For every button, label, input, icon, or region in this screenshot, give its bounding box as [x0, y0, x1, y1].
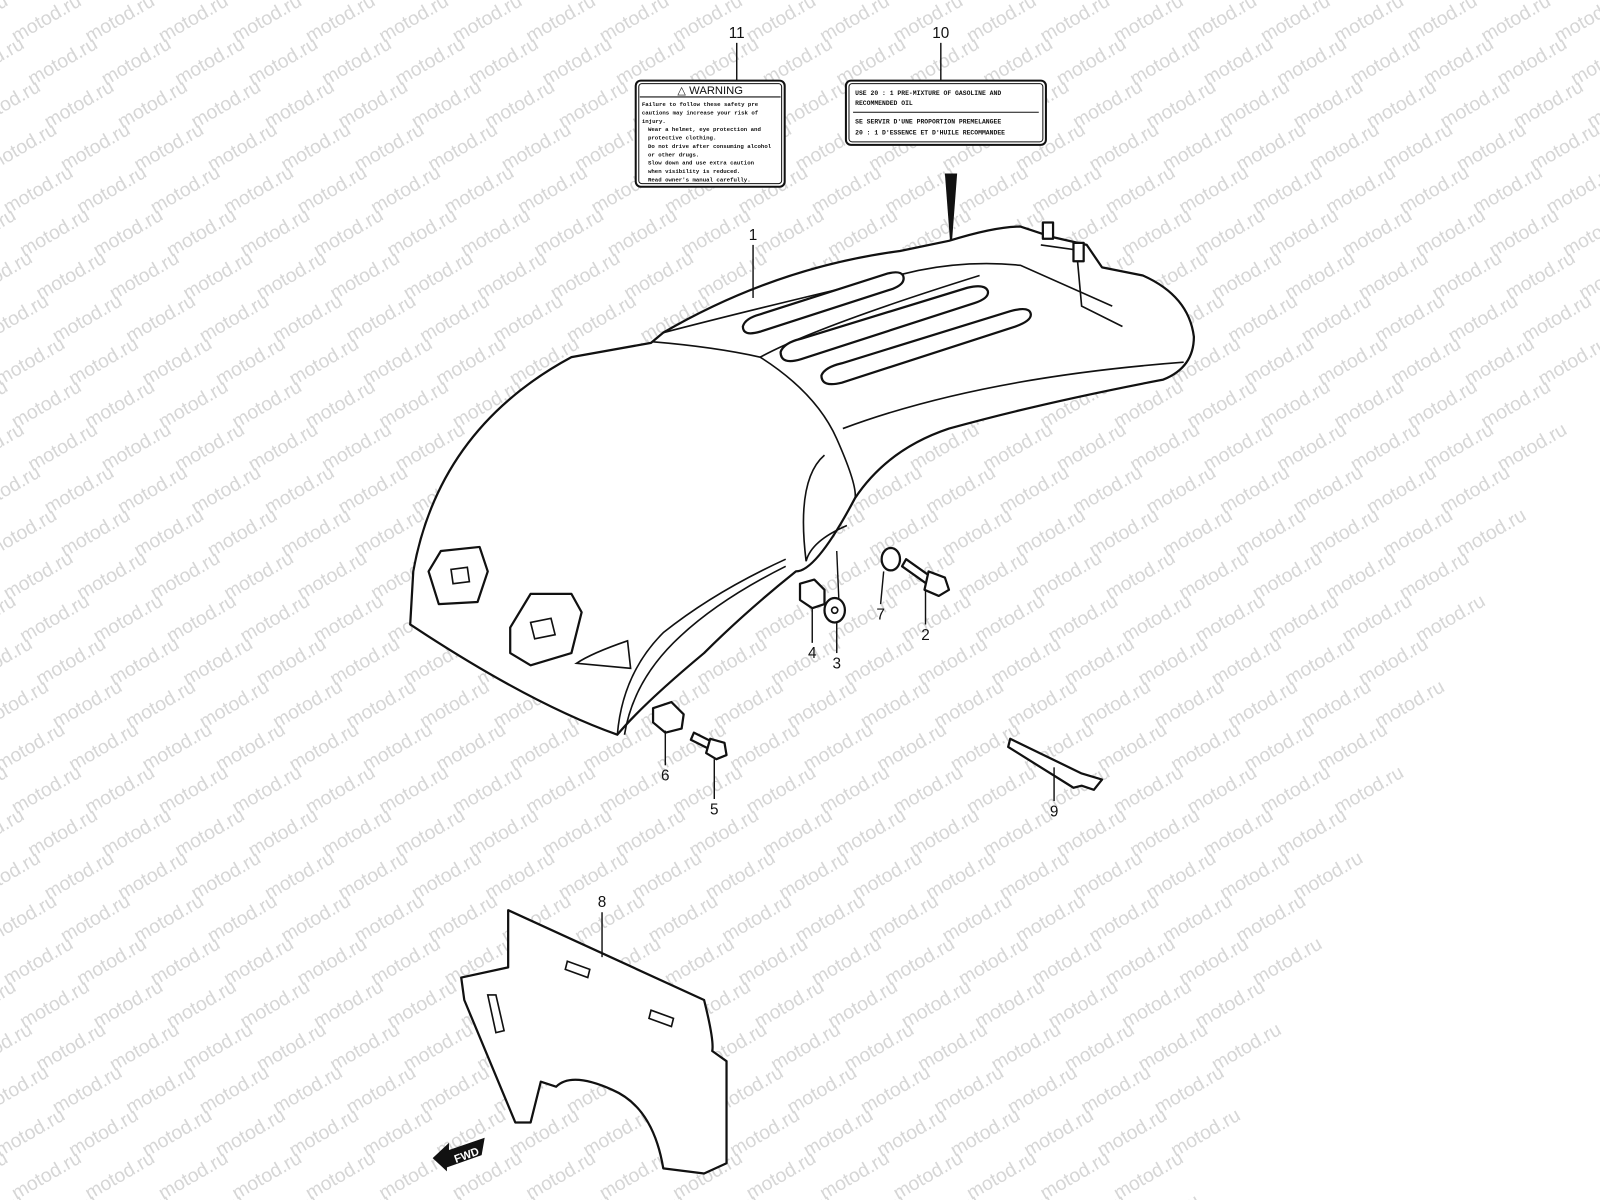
warning-text: Failure to follow these safety precautio…: [642, 101, 772, 183]
watermark-text: motod.ru: [522, 1147, 599, 1200]
callout-7: 7: [876, 571, 885, 623]
warning-line: Read owner's manual carefully.: [648, 176, 751, 183]
warning-line: injury.: [642, 118, 666, 125]
watermark-text: motod.ru: [1110, 1147, 1187, 1200]
warning-line: Wear a helmet, eye protection and: [648, 126, 762, 133]
callout-4: 4: [808, 608, 817, 662]
warning-line: or other drugs.: [648, 151, 699, 158]
watermark-text: motod.ru: [0, 504, 61, 561]
rear-fender: [409, 221, 1195, 736]
callout-3: 3: [832, 550, 841, 672]
callout-6: 6: [661, 730, 670, 785]
watermark-text: motod.ru: [1036, 1147, 1113, 1200]
svg-text:6: 6: [661, 768, 670, 785]
watermark-text: motod.ru: [8, 1147, 85, 1200]
watermark-text: motod.ru: [0, 333, 69, 390]
washer-3-hole: [830, 606, 839, 615]
watermark-text: motod.ru: [743, 1147, 820, 1200]
license-bracket: [460, 909, 728, 1175]
fuel-label-line-3: SE SERVIR D'UNE PROPORTION PREMELANGEE: [855, 118, 1001, 125]
nut-6: [651, 700, 685, 734]
svg-text:5: 5: [710, 801, 719, 818]
watermark-text: motod.ru: [0, 1190, 28, 1200]
fuel-mix-label: USE 20 : 1 PRE-MIXTURE OF GASOLINE AND R…: [844, 79, 1047, 146]
svg-text:11: 11: [729, 25, 745, 42]
svg-text:2: 2: [921, 627, 930, 644]
warning-line: cautions may increase your risk of: [642, 109, 759, 116]
fuel-label-line-4: 20 : 1 D'ESSENCE ET D'HUILE RECOMMANDEE: [855, 130, 1005, 137]
warning-line: protective clothing.: [648, 135, 716, 142]
fuel-label-line-2: RECOMMENDED OIL: [855, 100, 913, 107]
svg-text:7: 7: [876, 606, 885, 623]
watermark-text: motod.ru: [816, 1147, 893, 1200]
callout-8: 8: [598, 894, 607, 958]
warning-label: △ WARNING Failure to follow these safety…: [634, 79, 786, 188]
watermark-text: motod.ru: [889, 1147, 966, 1200]
watermark-text: motod.ru: [0, 890, 61, 947]
svg-text:8: 8: [598, 894, 607, 911]
watermark-text: motod.ru: [0, 1104, 69, 1161]
watermark-text: motod.ru: [0, 1061, 52, 1118]
watermark-text: motod.ru: [0, 676, 52, 733]
wrench-9: [1007, 737, 1104, 791]
callout-5: 5: [710, 759, 719, 818]
collar-7: [880, 546, 902, 572]
watermark-text: motod.ru: [155, 1147, 232, 1200]
svg-text:3: 3: [832, 655, 841, 672]
watermark-text: motod.ru: [0, 718, 69, 775]
nut-4: [798, 578, 826, 610]
svg-text:9: 9: [1050, 803, 1059, 820]
warning-line: Slow down and use extra caution: [648, 160, 755, 167]
warning-line: Failure to follow these safety pre: [642, 101, 759, 108]
watermark-text: motod.ru: [963, 1147, 1040, 1200]
watermark-text: motod.ru: [302, 1147, 379, 1200]
watermark-text: motod.ru: [0, 118, 61, 175]
fuel-label-line-1: USE 20 : 1 PRE-MIXTURE OF GASOLINE AND: [855, 90, 1001, 97]
warning-title: △ WARNING: [677, 85, 743, 97]
watermark-text: motod.ru: [228, 1147, 305, 1200]
label-position-arrow: [944, 173, 958, 241]
callout-1: 1: [749, 227, 758, 298]
callout-10: 10: [932, 25, 949, 81]
svg-text:1: 1: [749, 227, 758, 244]
callout-2: 2: [921, 589, 930, 644]
warning-line: when visibility is reduced.: [648, 168, 740, 175]
bolt-5: [689, 731, 728, 761]
svg-text:10: 10: [932, 25, 949, 42]
callout-11: 11: [729, 25, 745, 81]
washer-3: [823, 596, 847, 624]
warning-line: Do not drive after consuming alcohol: [648, 143, 772, 150]
watermark-text: motod.ru: [0, 290, 52, 347]
callout-9: 9: [1050, 767, 1059, 820]
bolt-2: [900, 558, 951, 598]
svg-text:4: 4: [808, 645, 817, 662]
watermark-text: motod.ru: [81, 1147, 158, 1200]
